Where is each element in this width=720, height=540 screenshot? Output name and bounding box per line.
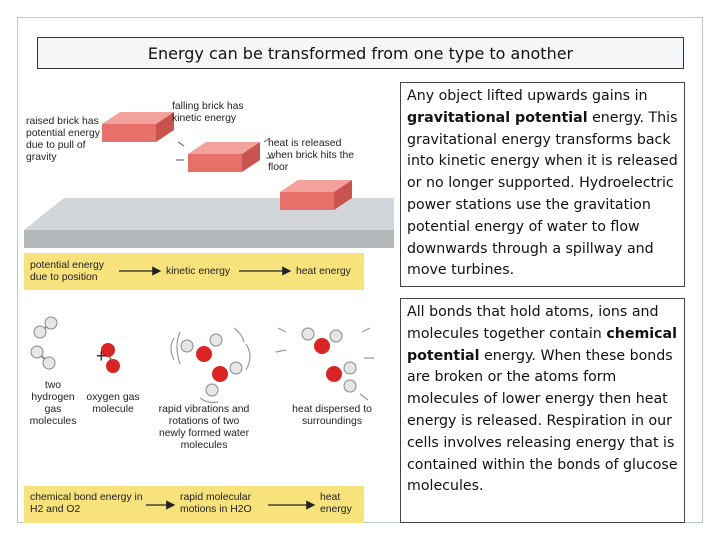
- flow-heat-energy-2: heat energy: [320, 492, 352, 515]
- oxygen-label: oxygen gas molecule: [86, 392, 140, 415]
- gravity-illustration: [24, 112, 394, 248]
- heat-dispersed-label: heat dispersed to surroundings: [292, 404, 372, 427]
- falling-brick-label: falling brick has kinetic energy: [172, 101, 244, 124]
- chemical-diagram: + two hydrogen gas molecules oxygen gas …: [24, 298, 394, 523]
- chemical-text-box: All bonds that hold atoms, ions and mole…: [400, 298, 685, 523]
- gravitational-text-start: Any object lifted upwards gains in: [407, 88, 648, 104]
- hydrogen-label: two hydrogen gas molecules: [29, 380, 77, 427]
- slide-title: Energy can be transformed from one type …: [37, 37, 684, 69]
- flow-heat-energy: heat energy: [296, 266, 351, 277]
- heat-released-label: heat is released when brick hits the flo…: [268, 138, 355, 173]
- floor-front: [24, 230, 394, 248]
- gravity-flow-arrows: [119, 266, 292, 276]
- chemical-flow-arrows: [146, 500, 316, 510]
- vibrations-label: rapid vibrations and rotations of two ne…: [158, 404, 250, 451]
- raised-brick: [102, 112, 174, 142]
- landed-brick: [280, 180, 352, 210]
- flow-chemical-bond-energy: chemical bond energy in H2 and O2: [30, 492, 143, 515]
- gravitational-text-end: energy. This gravitational energy transf…: [407, 109, 678, 279]
- chemical-term: chemical potential: [407, 325, 677, 364]
- plus-sign: +: [96, 346, 107, 366]
- hydrogen-molecule-1: [33, 316, 58, 339]
- chemical-text-end: energy. When these bonds are broken or t…: [407, 347, 678, 495]
- gravitational-term: gravitational potential: [407, 109, 588, 126]
- dispersed-water-molecules: [275, 327, 374, 401]
- gravity-flow-bar: [24, 253, 364, 290]
- falling-brick: [176, 137, 274, 172]
- raised-brick-label: raised brick has potential energy due to…: [26, 116, 100, 163]
- vibrating-water-molecules: [170, 327, 251, 404]
- gravitational-text-box: Any object lifted upwards gains in gravi…: [400, 82, 685, 287]
- oxygen-molecule: [101, 343, 120, 373]
- slide-title-text: Energy can be transformed from one type …: [147, 43, 574, 63]
- chemical-text-start: All bonds that hold atoms, ions and mole…: [407, 304, 659, 342]
- flow-molecular-motions: rapid molecular motions in H2O: [180, 492, 252, 515]
- flow-kinetic-energy: kinetic energy: [166, 266, 231, 277]
- hydrogen-molecule-2: [30, 345, 56, 370]
- chemical-illustration: [30, 316, 374, 404]
- flow-potential-energy: potential energy due to position: [30, 260, 104, 283]
- gravity-diagram: raised brick has potential energy due to…: [24, 80, 394, 290]
